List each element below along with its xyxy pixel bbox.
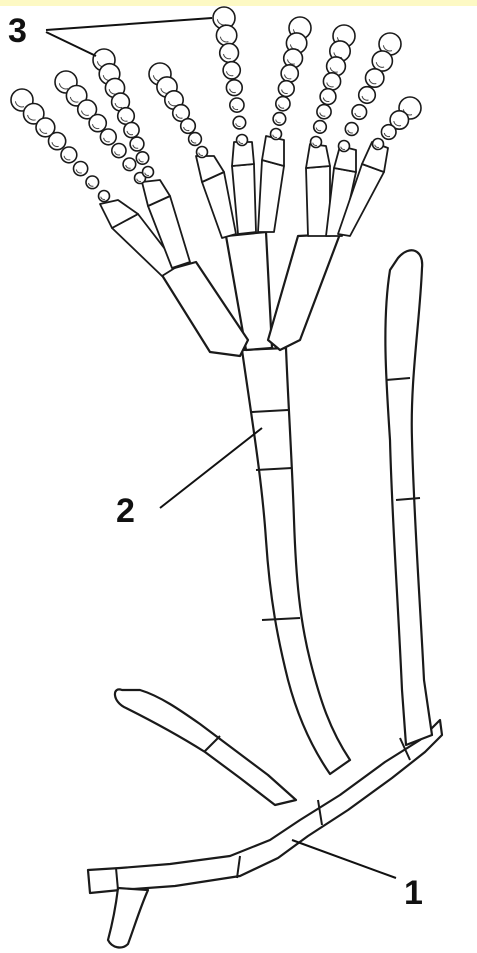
mycelium-hypha-stub <box>108 888 148 947</box>
label-1: 1 <box>404 874 423 912</box>
conidium-spore <box>130 137 144 151</box>
mycelium-hypha-left <box>115 689 296 805</box>
branch-right <box>268 234 340 350</box>
conidium-spore <box>226 80 242 96</box>
conidium-spore <box>273 113 286 126</box>
mycelium-hypha-main <box>88 720 442 893</box>
conidium-spore <box>366 69 384 87</box>
conidium-spore <box>323 73 340 90</box>
conidium-spore <box>223 62 240 79</box>
conidium-spore <box>89 115 106 132</box>
leader-1 <box>292 840 396 878</box>
conidium-spore <box>233 116 246 129</box>
label-2: 2 <box>116 492 135 530</box>
label-3: 3 <box>8 12 27 50</box>
conidium-spore <box>124 122 139 137</box>
mycelium-hypha-right <box>385 250 432 745</box>
conidiophore <box>242 348 350 774</box>
conidium-spore <box>320 89 336 105</box>
conidium-spore <box>314 121 327 134</box>
metula-centre-3 <box>258 160 284 232</box>
conidium-spore <box>216 25 236 45</box>
conidium-spore <box>220 44 239 63</box>
conidium-spore <box>359 87 376 104</box>
conidium-spore <box>278 81 294 97</box>
conidium-spore <box>61 147 77 163</box>
conidium-spore <box>100 129 116 145</box>
conidium-spore <box>281 65 298 82</box>
conidium-spore <box>74 162 88 176</box>
leader-3a <box>46 18 212 30</box>
conidium-spore <box>112 144 126 158</box>
leader-2 <box>160 428 262 508</box>
metula-centre-2 <box>232 164 256 234</box>
leader-3b <box>46 32 96 56</box>
metula-centre-1 <box>202 172 236 238</box>
conidium-spore <box>49 133 66 150</box>
